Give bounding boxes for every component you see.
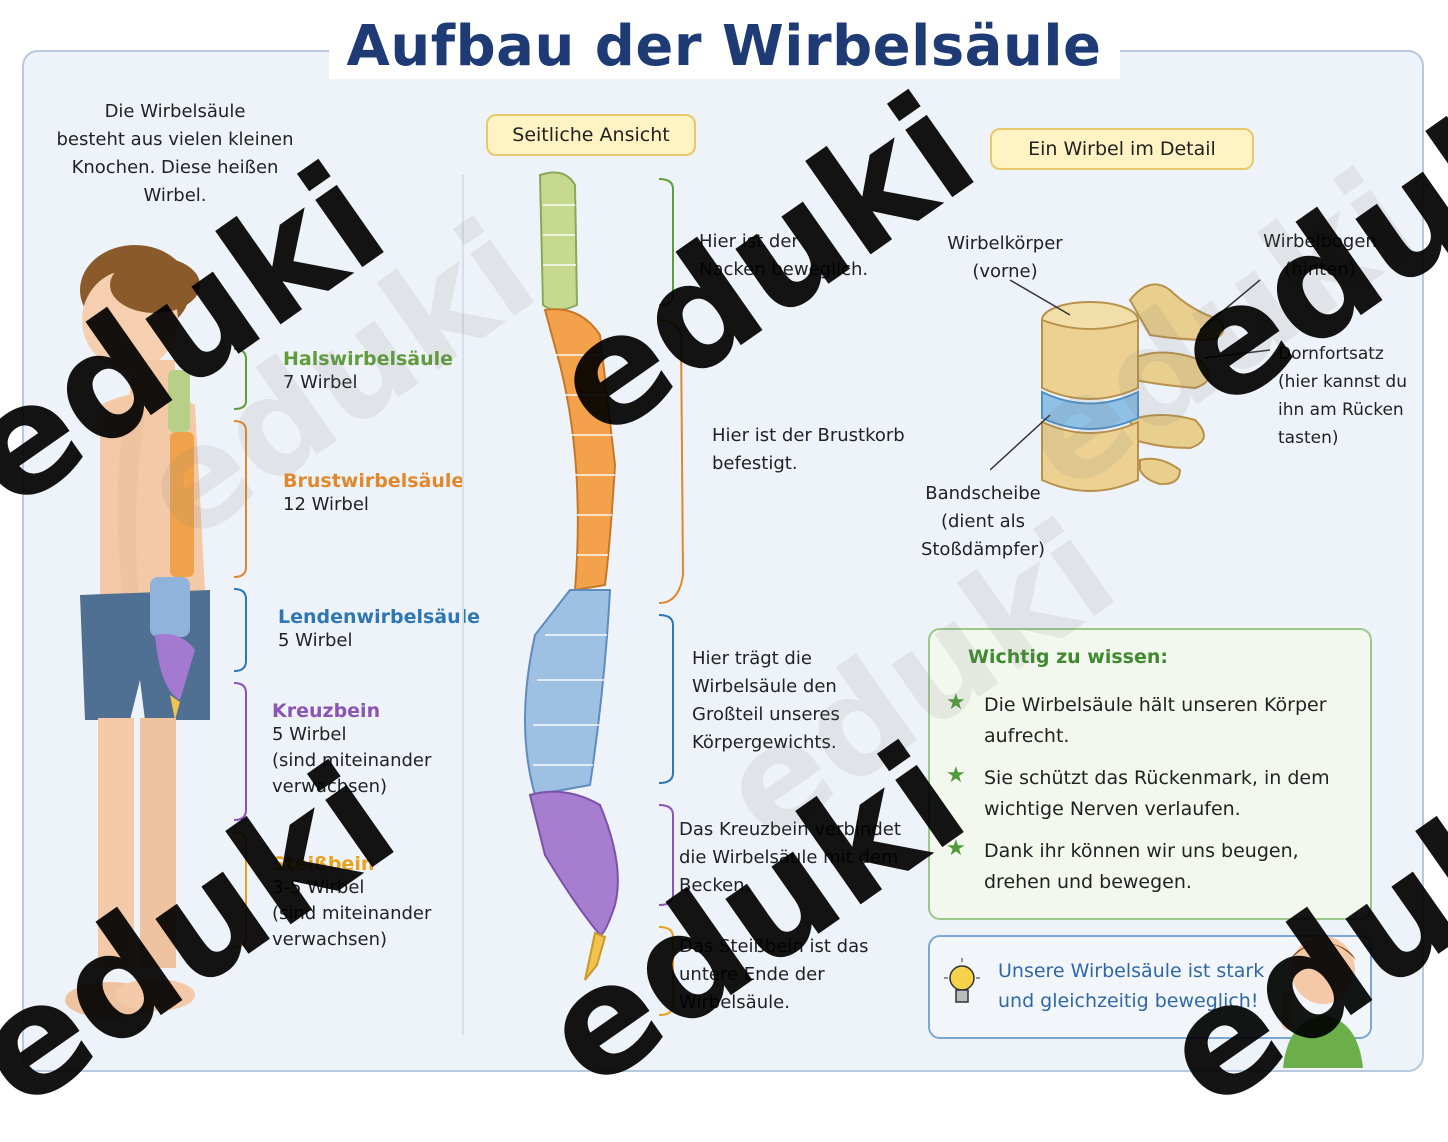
- vertebra-detail: [1041, 283, 1225, 492]
- label-vertebral-body: Wirbelkörper(vorne): [947, 233, 1063, 282]
- side-view-brackets: [658, 178, 685, 1016]
- section-cervical: Halswirbelsäule 7 Wirbel: [283, 348, 454, 393]
- facts-heading: Wichtig zu wissen:: [968, 646, 1168, 668]
- lightbulb-icon: [944, 958, 980, 1003]
- star-icon: ★: [946, 836, 966, 861]
- facts-box: [928, 628, 1372, 920]
- detail-pointer-lines: [990, 279, 1270, 471]
- section-coccyx: Steißbein 3-5 Wirbel (sind miteinander v…: [272, 853, 432, 950]
- label-vertebral-arch: Wirbelbogen(hinten): [1263, 231, 1377, 280]
- label-spinous-process: Dornfortsatz(hier kannst du ihn am Rücke…: [1278, 344, 1407, 448]
- detail-label: Ein Wirbel im Detail: [990, 128, 1254, 170]
- section-brackets: [233, 348, 247, 948]
- star-icon: ★: [946, 690, 966, 715]
- section-lumbar: Lendenwirbelsäule 5 Wirbel: [278, 606, 481, 651]
- page-title: Aufbau der Wirbelsäule: [0, 14, 1448, 79]
- spine-side-view: [524, 171, 619, 981]
- column-divider: [462, 175, 464, 1035]
- child-figure: [65, 245, 210, 1018]
- section-sacrum: Kreuzbein 5 Wirbel (sind miteinander ver…: [272, 700, 432, 797]
- boy-avatar: [1282, 936, 1363, 1068]
- section-thoracic: Brustwirbelsäule 12 Wirbel: [283, 470, 465, 515]
- star-icon: ★: [946, 763, 966, 788]
- side-view-label: Seitliche Ansicht: [486, 114, 696, 156]
- intro-text: Die Wirbelsäule besteht aus vielen klein…: [56, 101, 294, 206]
